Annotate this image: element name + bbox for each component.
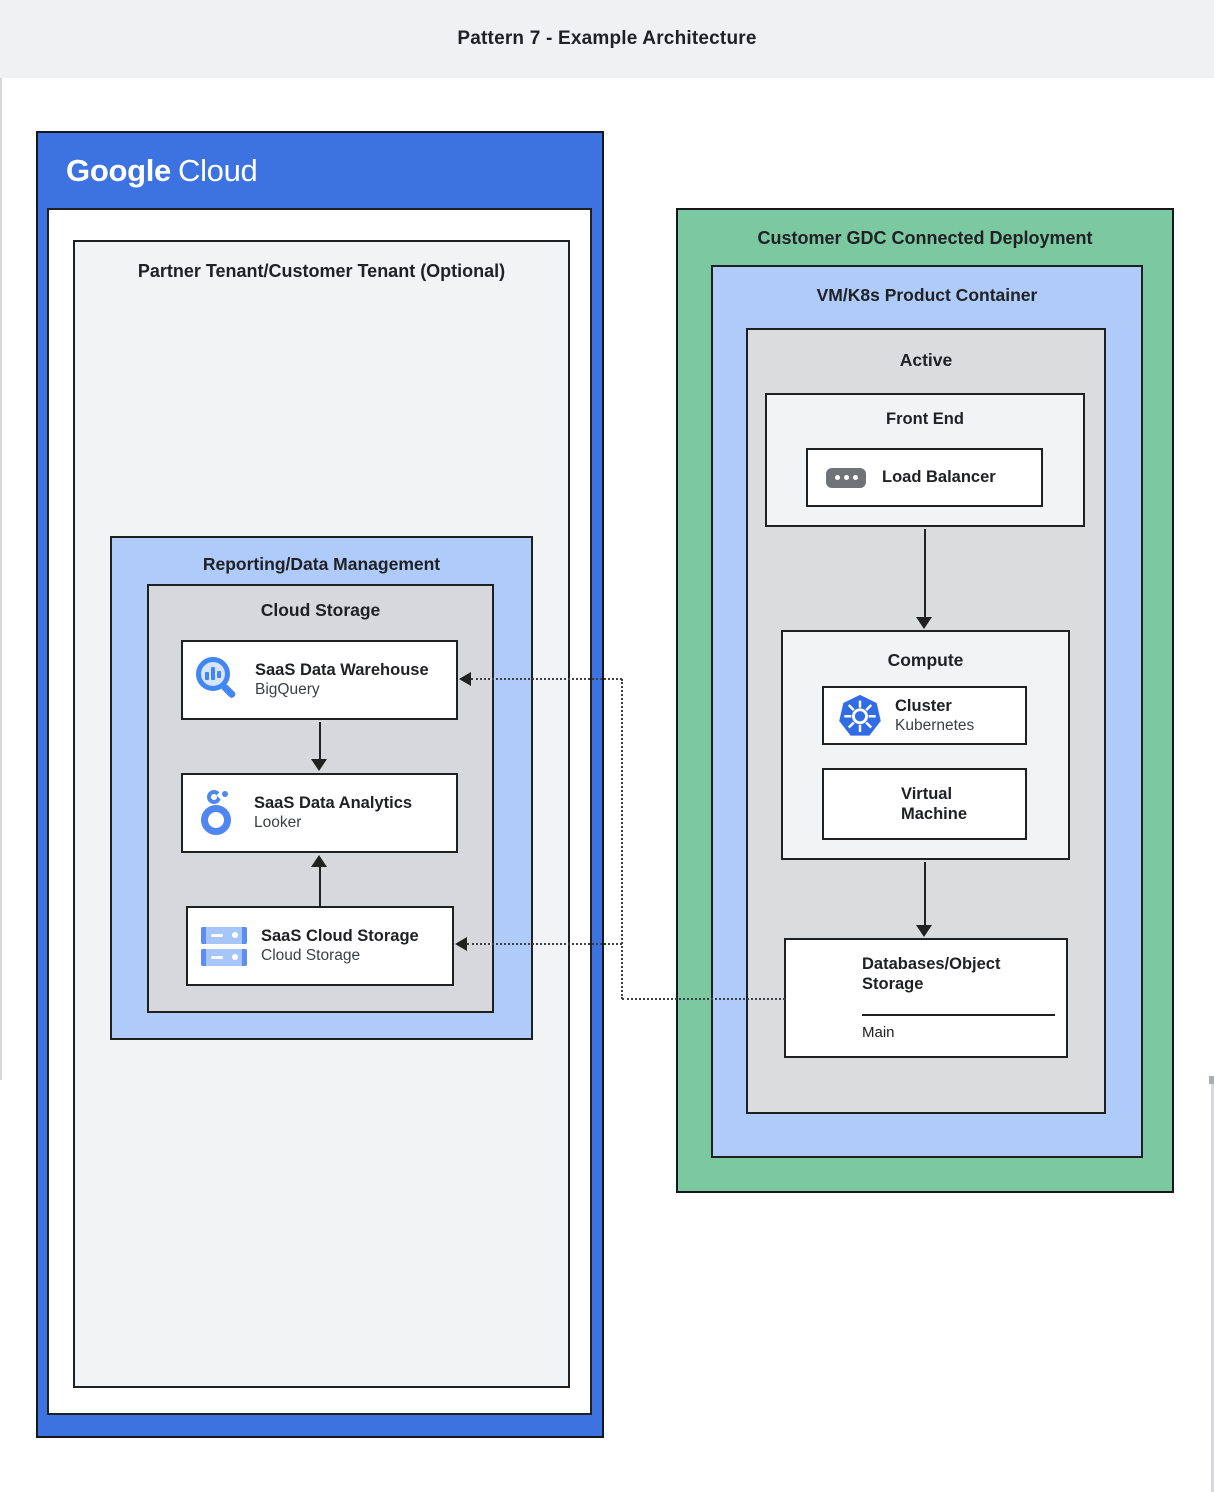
arrow-storage-to-analytics-line [319,866,321,906]
arrow-frontend-to-compute-line [924,529,926,618]
warehouse-subtitle: BigQuery [255,681,320,699]
cluster-subtitle: Kubernetes [895,716,975,734]
gdc-label: Customer GDC Connected Deployment [757,228,1093,248]
analytics-title: SaaS Data Analytics [254,794,413,813]
cloud-storage-icon [201,926,247,966]
analytics-subtitle: Looker [254,814,302,832]
databases-divider [862,1014,1055,1016]
arrow-storage-to-analytics-head [311,855,327,867]
arrow-warehouse-to-analytics-head [311,759,327,771]
left-page-edge [0,78,2,1080]
virtual-machine-title: Virtual Machine [901,784,968,823]
cloud-storage-zone-label: Cloud Storage [260,600,381,620]
dotted-link-from-databases [622,998,785,1000]
warehouse-title: SaaS Data Warehouse [255,661,429,680]
dotted-link-warehouse-head [459,672,471,686]
right-page-edge [1211,1080,1214,1492]
kubernetes-icon [839,694,881,736]
saas-cloud-storage-card: SaaS Cloud Storage Cloud Storage [186,906,454,986]
load-balancer-icon [826,467,866,488]
databases-title: Databases/Object Storage [862,955,1001,994]
right-edge-tick [1209,1076,1214,1084]
databases-object-storage-card: Databases/Object Storage Main [784,938,1068,1058]
load-balancer-card: Load Balancer [806,448,1043,507]
dotted-link-vertical [621,679,623,999]
partner-tenant-label: Partner Tenant/Customer Tenant (Optional… [137,261,506,281]
virtual-machine-icon [837,784,889,825]
databases-subtitle: Main [862,1024,895,1041]
compute-label: Compute [887,650,964,670]
logo-google-text: Google [66,153,171,188]
bigquery-icon [196,657,242,703]
dotted-link-to-saas-storage [467,943,622,945]
diagram-header: Pattern 7 - Example Architecture [0,0,1214,78]
arrow-compute-to-databases-head [916,925,932,937]
front-end-label: Front End [886,410,964,428]
arrow-warehouse-to-analytics-line [319,722,321,761]
cluster-title: Cluster [895,696,952,715]
active-label: Active [899,350,953,370]
virtual-machine-card: Virtual Machine [822,768,1027,840]
load-balancer-title: Load Balancer [882,468,996,487]
saas-data-warehouse-card: SaaS Data Warehouse BigQuery [181,640,458,720]
database-storage-icon [802,960,846,1007]
saas-storage-title: SaaS Cloud Storage [261,927,419,946]
arrow-compute-to-databases-line [924,862,926,926]
reporting-label: Reporting/Data Management [202,554,441,574]
logo-cloud-text: Cloud [177,153,258,188]
cluster-card: Cluster Kubernetes [822,686,1027,745]
saas-data-analytics-card: SaaS Data Analytics Looker [181,773,458,853]
page-title: Pattern 7 - Example Architecture [457,28,757,49]
dotted-link-saas-storage-head [455,937,467,951]
dotted-link-to-warehouse [471,678,622,680]
looker-icon [198,790,240,836]
saas-storage-subtitle: Cloud Storage [261,947,361,965]
product-container-label: VM/K8s Product Container [816,285,1038,305]
arrow-frontend-to-compute-head [916,617,932,629]
